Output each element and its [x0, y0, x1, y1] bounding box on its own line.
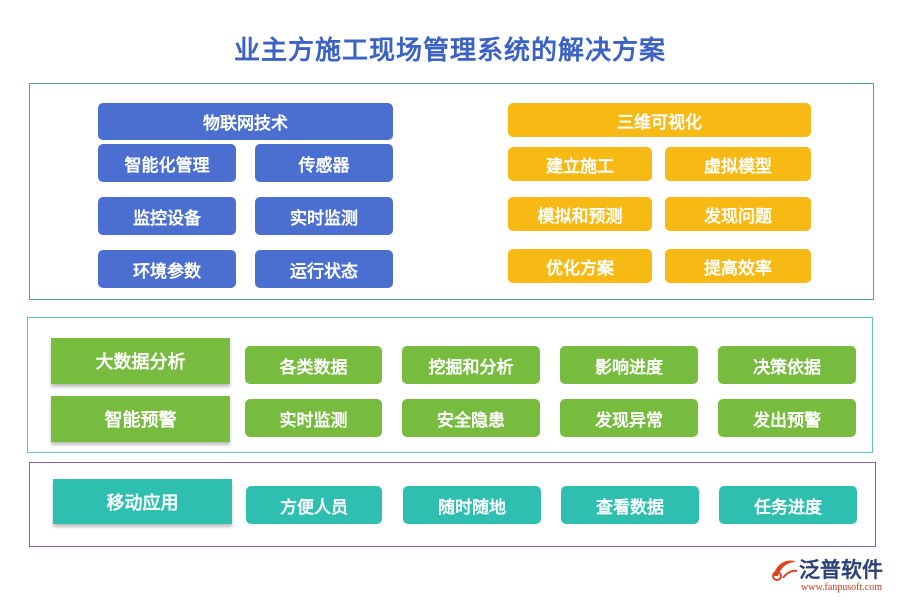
- warning-item: 发现异常: [560, 399, 698, 437]
- logo-mark-icon: [772, 560, 798, 581]
- page-title: 业主方施工现场管理系统的解决方案: [233, 36, 666, 66]
- panel-iot-3d: [29, 83, 874, 300]
- 3d-item: 发现问题: [665, 197, 811, 231]
- panel-bigdata-warning: [27, 317, 873, 453]
- mobile-item: 任务进度: [719, 486, 857, 524]
- mobile-item: 查看数据: [561, 486, 699, 524]
- panel-mobile: [29, 462, 876, 547]
- 3d-item: 虚拟模型: [665, 147, 811, 181]
- iot-item: 监控设备: [98, 197, 236, 235]
- warning-item: 安全隐患: [402, 399, 540, 437]
- iot-item: 智能化管理: [98, 144, 236, 182]
- 3d-header: 三维可视化: [508, 103, 811, 137]
- iot-item: 实时监测: [255, 197, 393, 235]
- bigdata-item: 影响进度: [560, 346, 698, 384]
- warning-item: 发出预警: [718, 399, 856, 437]
- 3d-item: 提高效率: [665, 249, 811, 283]
- logo-name: 泛普软件: [799, 558, 883, 582]
- bigdata-item: 决策依据: [718, 346, 856, 384]
- mobile-item: 方便人员: [246, 486, 382, 524]
- mobile-item: 随时随地: [403, 486, 541, 524]
- 3d-item: 优化方案: [508, 249, 652, 283]
- bigdata-item: 挖掘和分析: [402, 346, 540, 384]
- iot-header: 物联网技术: [98, 103, 393, 140]
- iot-item: 运行状态: [255, 250, 393, 288]
- mobile-label: 移动应用: [53, 479, 232, 524]
- brand-logo: 泛普软件 www.fanpusoft.com: [767, 552, 897, 598]
- logo-url: www.fanpusoft.com: [801, 582, 883, 593]
- 3d-item: 建立施工: [508, 147, 652, 181]
- bigdata-item: 各类数据: [245, 346, 382, 384]
- warning-item: 实时监测: [245, 399, 382, 437]
- iot-item: 传感器: [255, 144, 393, 182]
- bigdata-label: 大数据分析: [51, 338, 230, 384]
- 3d-item: 模拟和预测: [508, 197, 652, 231]
- warning-label: 智能预警: [51, 396, 230, 442]
- iot-item: 环境参数: [98, 250, 236, 288]
